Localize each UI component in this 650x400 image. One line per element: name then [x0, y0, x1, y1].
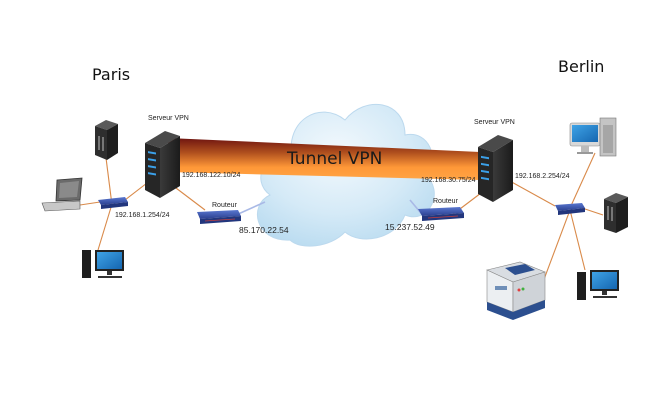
berlin-vpn-server: [478, 135, 513, 202]
link-laptop-switch: [79, 201, 101, 206]
vpn-tunnel: Tunnel VPN: [168, 138, 480, 180]
paris-laptop: [41, 177, 83, 212]
berlin-server-label: Serveur VPN: [474, 119, 515, 126]
link-desktop-switch: [97, 203, 113, 251]
paris-lan-links: [79, 149, 206, 251]
city-label-berlin: Berlin: [558, 57, 604, 76]
wan-link-paris: [235, 201, 266, 216]
berlin-tower-server: [604, 193, 628, 233]
berlin-router-label: Routeur: [433, 198, 459, 205]
paris-public-ip: 85.170.22.54: [239, 225, 289, 235]
berlin-router: [418, 207, 464, 221]
paris-vpn-server: [145, 131, 180, 198]
paris-router-label: Routeur: [212, 202, 238, 209]
paris-lan-ip: 192.168.1.254/24: [115, 212, 170, 219]
link-server-router: [171, 184, 206, 211]
paris-desktop-pc: [82, 250, 124, 278]
paris-tower-server: [95, 120, 118, 160]
tunnel-label: Tunnel VPN: [286, 149, 382, 169]
berlin-switch: [555, 203, 585, 215]
paris-router: [197, 210, 241, 224]
paris-switch: [98, 197, 128, 209]
paris-server-label: Serveur VPN: [148, 115, 189, 122]
link-mac-switch: [569, 152, 596, 209]
link-desktop-switch: [569, 209, 586, 271]
link-tower-switch: [581, 207, 604, 216]
link-server-switch: [507, 179, 556, 207]
berlin-lan-ip: 192.168.2.254/24: [515, 173, 570, 180]
berlin-mac-workstation: [569, 117, 617, 157]
berlin-printer: [486, 261, 546, 320]
paris-server-ip: 192.168.122.10/24: [182, 172, 240, 179]
berlin-desktop-pc: [577, 270, 619, 300]
link-switch-server: [124, 182, 148, 201]
city-label-paris: Paris: [92, 65, 130, 84]
berlin-server-ip: 192.168.30.75/24: [421, 177, 476, 184]
berlin-public-ip: 15.237.52.49: [385, 222, 435, 232]
